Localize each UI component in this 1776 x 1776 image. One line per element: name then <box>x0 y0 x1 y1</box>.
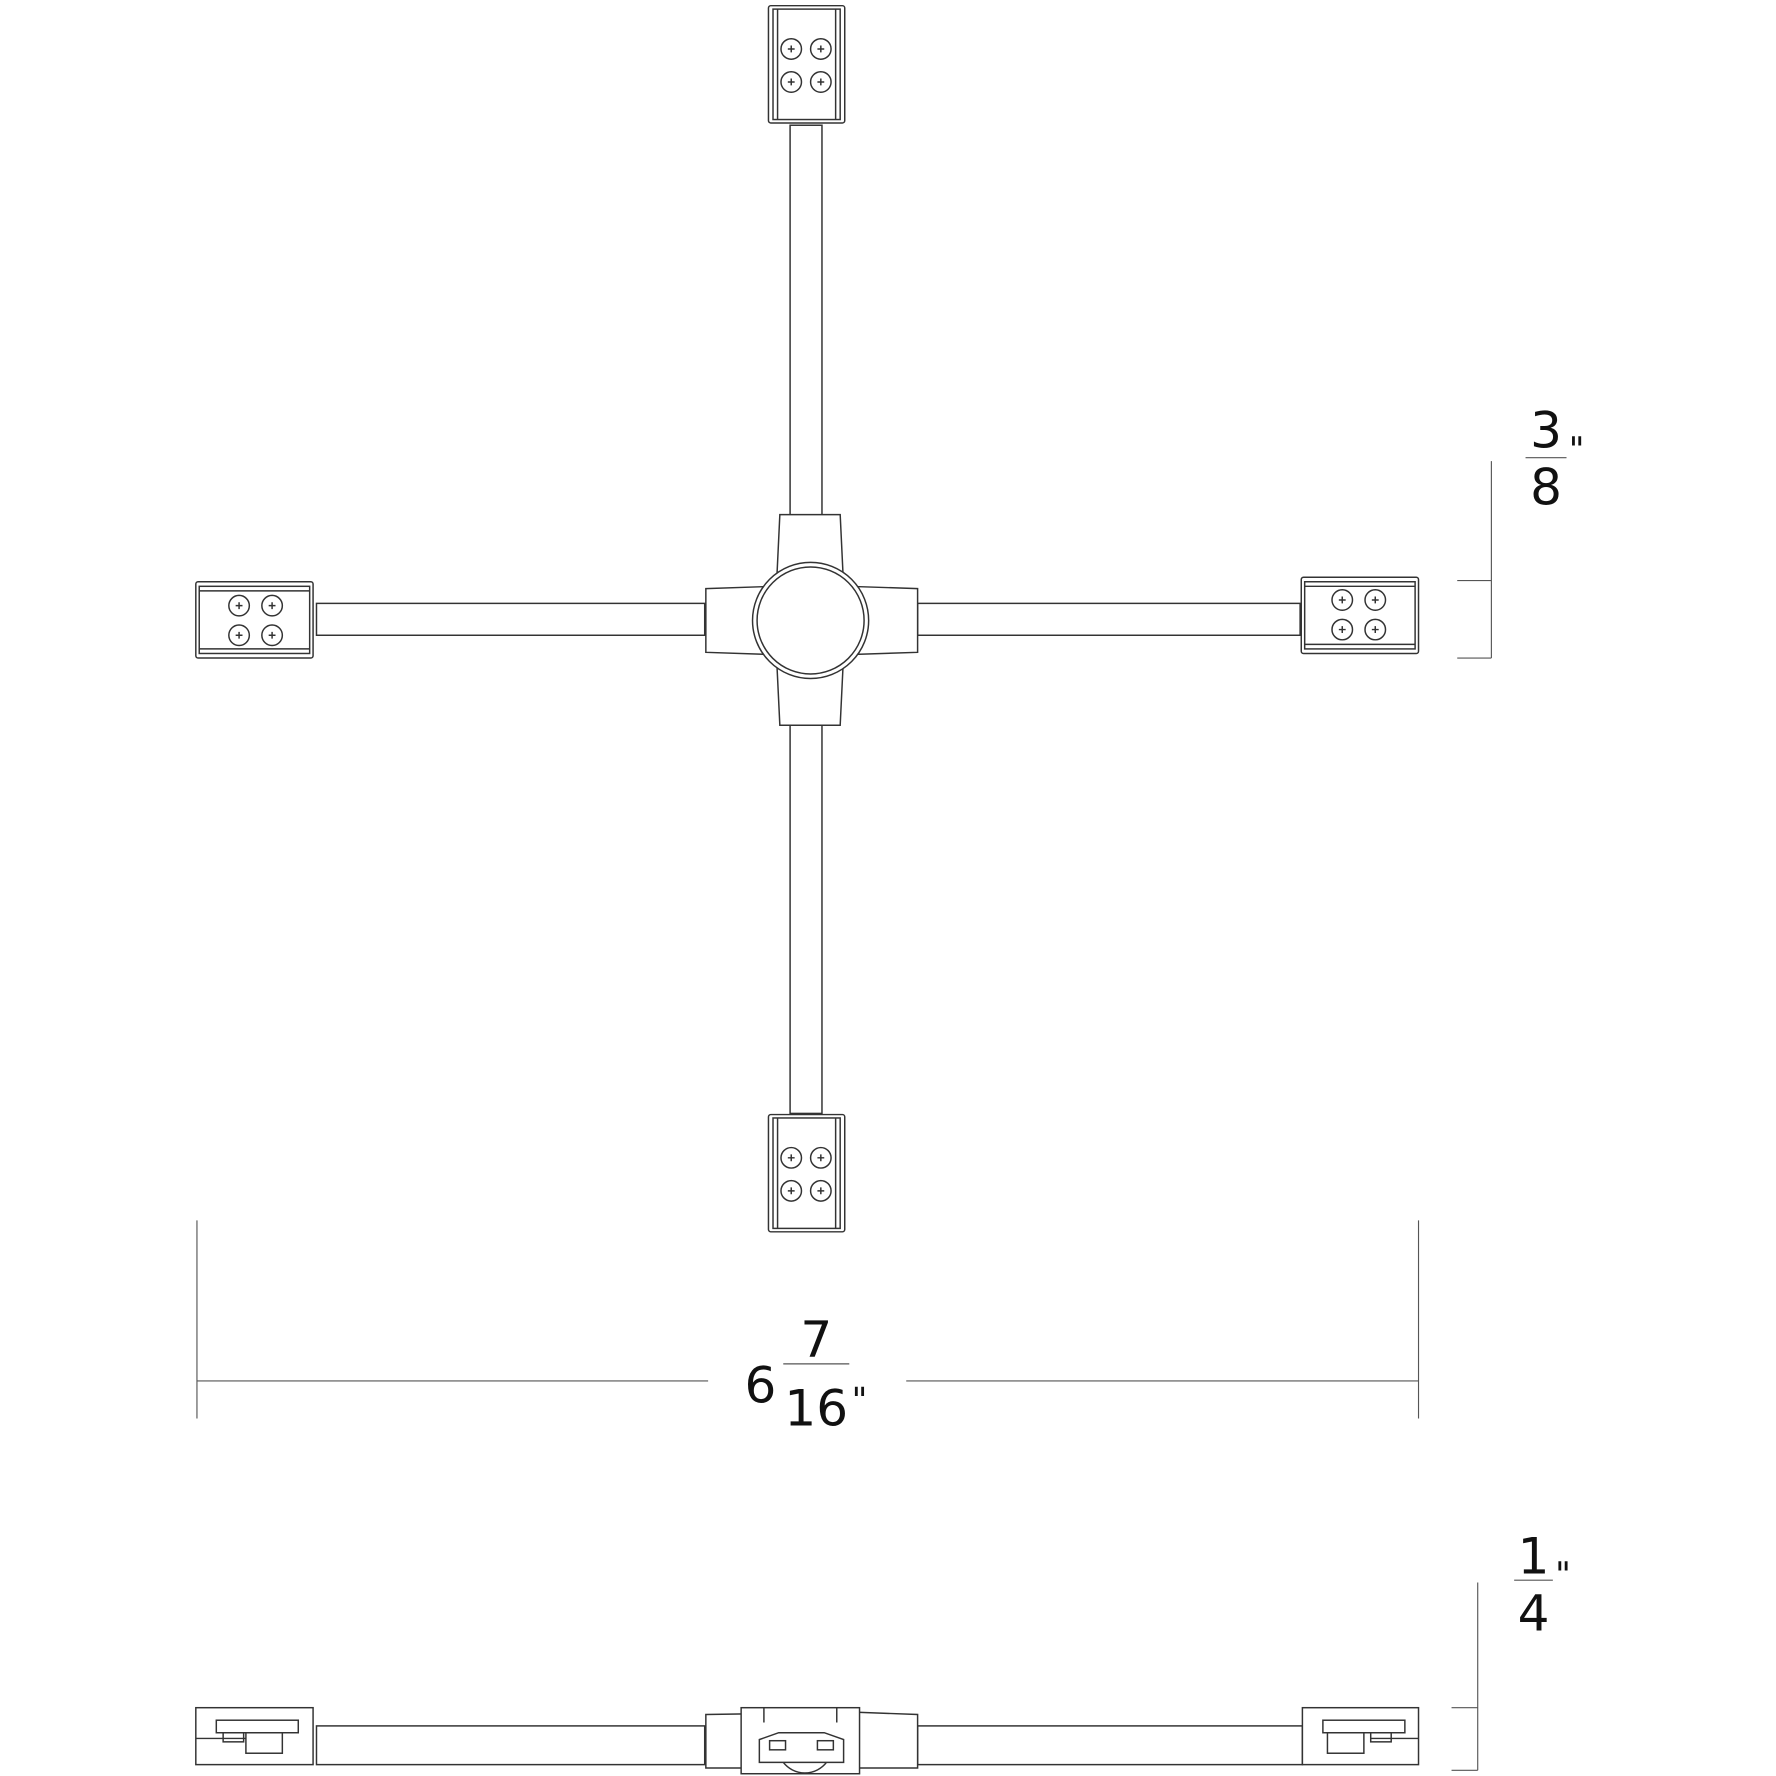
side-hub <box>705 1706 919 1775</box>
dim-numerator: 3 <box>1530 401 1562 459</box>
dim-unit: " <box>1569 430 1585 470</box>
dim-numerator: 7 <box>800 1311 832 1369</box>
dim-denominator: 8 <box>1530 458 1562 516</box>
connector-right <box>1300 576 1420 655</box>
connector-left <box>195 581 314 659</box>
tube-top <box>789 124 823 518</box>
tube-right <box>916 602 1301 637</box>
side-tube-right <box>916 1725 1304 1766</box>
dim-denominator: 16 <box>784 1379 848 1437</box>
dimension-height-side: 1 4 " <box>1451 1527 1571 1771</box>
dimension-height-top: 3 8 " <box>1457 401 1585 659</box>
side-end-right <box>1301 1706 1420 1766</box>
side-end-left <box>195 1706 314 1766</box>
side-tube-left <box>315 1725 706 1766</box>
dim-unit: " <box>1555 1555 1571 1595</box>
dim-numerator: 1 <box>1518 1527 1550 1585</box>
side-view <box>195 1706 1420 1775</box>
top-view <box>195 4 1420 1233</box>
dim-unit: " <box>852 1381 868 1421</box>
center-hub <box>705 513 919 726</box>
connector-bottom <box>767 1113 846 1233</box>
dim-whole: 6 <box>745 1357 777 1415</box>
dim-denominator: 4 <box>1518 1584 1550 1642</box>
tube-left <box>315 602 706 637</box>
tube-bottom <box>789 723 823 1115</box>
dimension-width: 6 7 16 " <box>196 1220 1420 1437</box>
connector-top <box>767 4 846 124</box>
